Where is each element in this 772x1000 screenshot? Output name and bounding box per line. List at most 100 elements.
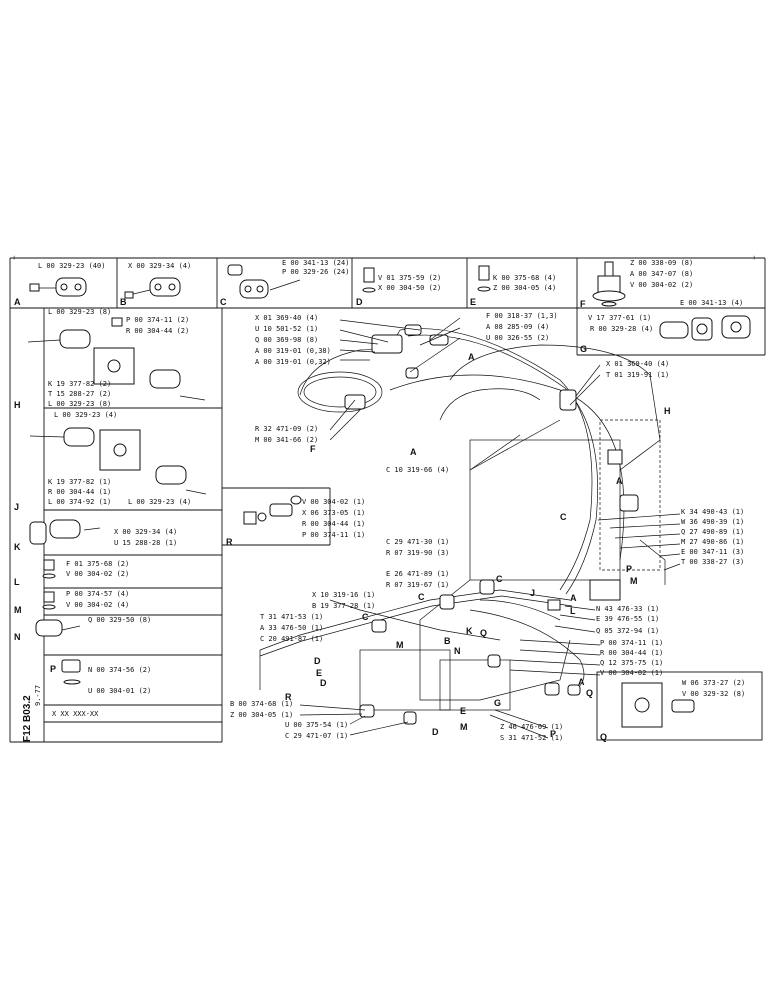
- part-label: Z 00 304-05 (4): [493, 284, 556, 292]
- part-label: B 00 374-68 (1): [230, 700, 293, 708]
- part-label: L 00 329-23 (40): [38, 262, 105, 270]
- part-label: P 00 374-11 (1): [600, 639, 663, 647]
- part-label: U 10 501-52 (1): [255, 325, 318, 333]
- part-label: K 19 377-82 (1): [48, 478, 111, 486]
- part-label: P 00 374-11 (1): [302, 531, 365, 539]
- section-letter-m: M: [14, 605, 22, 615]
- detail-box-p: N 00 374-56 (2) U 00 304-01 (2) P: [50, 659, 151, 695]
- part-label: A 00 319-01 (0,38): [255, 347, 331, 355]
- callout: C: [418, 592, 425, 602]
- part-label: Z 00 304-05 (1): [230, 711, 293, 719]
- callout: G: [494, 698, 501, 708]
- section-letter-j: J: [14, 502, 19, 512]
- callout: M: [396, 640, 404, 650]
- part-label: N 00 374-56 (2): [88, 666, 151, 674]
- part-label: V 00 304-02 (2): [66, 570, 129, 578]
- part-label: Q 00 329-50 (8): [88, 616, 151, 624]
- part-label: E 00 341-13 (24): [282, 259, 349, 267]
- section-letter-f: F: [580, 299, 586, 309]
- part-label: W 36 490-39 (1): [681, 518, 744, 526]
- callout: P: [550, 729, 556, 739]
- part-label: X 00 329-34 (4): [114, 528, 177, 536]
- detail-box-m: P 00 374-57 (4) V 00 304-02 (4) M: [14, 590, 129, 615]
- section-letter-e: E: [470, 297, 476, 307]
- part-label: T 00 338-27 (3): [681, 558, 744, 566]
- part-label: A 00 347-07 (8): [630, 270, 693, 278]
- part-label: R 32 471-09 (2): [255, 425, 318, 433]
- part-label: U 00 326-55 (2): [486, 334, 549, 342]
- section-letter-q: Q: [600, 732, 607, 742]
- svg-text:+: +: [12, 254, 16, 262]
- part-label: Z 46 476-09 (1): [500, 723, 563, 731]
- callout: M: [630, 576, 638, 586]
- callout: K: [466, 626, 473, 636]
- callout: A: [616, 476, 623, 486]
- callout: A: [410, 447, 417, 457]
- part-label: Z 00 338-09 (8): [630, 259, 693, 267]
- section-letter-l: L: [14, 577, 20, 587]
- callout: H: [664, 406, 671, 416]
- part-label: F 00 318-37 (1,3): [486, 312, 558, 320]
- section-letter-p: P: [50, 664, 56, 674]
- part-label: Q 12 375-75 (1): [600, 659, 663, 667]
- callout: P: [626, 564, 632, 574]
- leader-lines: [299, 317, 681, 739]
- detail-box-g: E 00 341-13 (4) V 17 377-61 (1) R 00 329…: [580, 299, 751, 354]
- callout: E: [460, 706, 466, 716]
- part-label: V 00 304-02 (2): [630, 281, 693, 289]
- part-label: X 10 319-16 (1): [312, 591, 375, 599]
- callout: A: [468, 352, 475, 362]
- part-label: X 01 369-40 (4): [255, 314, 318, 322]
- part-label: C 29 471-07 (1): [285, 732, 348, 740]
- section-letter-n: N: [14, 632, 21, 642]
- part-label: L 00 329-23 (8): [48, 400, 111, 408]
- callout: J: [530, 588, 535, 598]
- part-label: A 00 319-01 (0,32): [255, 358, 331, 366]
- detail-box-c: E 00 341-13 (24) P 00 329-26 (24) C: [220, 259, 349, 307]
- main-assembly: [259, 324, 666, 725]
- part-label: E 26 471-89 (1): [386, 570, 449, 578]
- part-label: R 00 304-44 (1): [600, 649, 663, 657]
- detail-box-f: Z 00 338-09 (8) A 00 347-07 (8) V 00 304…: [580, 259, 693, 309]
- part-label: X 01 369-40 (4): [606, 360, 669, 368]
- part-label: L 00 329-23 (8): [48, 308, 111, 316]
- section-letter-k: K: [14, 542, 21, 552]
- part-label: R 00 304-44 (1): [302, 520, 365, 528]
- callout: M: [460, 722, 468, 732]
- callout: D: [314, 656, 321, 666]
- part-label: A 33 476-50 (1): [260, 624, 323, 632]
- part-label: R 07 319-67 (1): [386, 581, 449, 589]
- callout: Q: [586, 688, 593, 698]
- sheet-date: 9.-77: [34, 685, 42, 706]
- callout: A: [578, 677, 585, 687]
- part-label: K 00 375-68 (4): [493, 274, 556, 282]
- sheet-code: F12 B03.2: [22, 695, 33, 742]
- part-label: T 31 471-53 (1): [260, 613, 323, 621]
- part-label: M 27 490-86 (1): [681, 538, 744, 546]
- svg-text:+: +: [752, 254, 756, 262]
- part-label: B 19 377-28 (1): [312, 602, 375, 610]
- part-label: F 01 375-68 (2): [66, 560, 129, 568]
- section-letter-g: G: [580, 344, 587, 354]
- part-label: U 15 288-28 (1): [114, 539, 177, 547]
- callout: Q: [480, 628, 487, 638]
- part-label: R 00 329-28 (4): [590, 325, 653, 333]
- callout: F: [310, 444, 316, 454]
- part-label: P 00 329-26 (24): [282, 268, 349, 276]
- part-label: S 31 471-52 (1): [500, 734, 563, 742]
- callout: L: [570, 606, 576, 616]
- part-label: Q 27 490-89 (1): [681, 528, 744, 536]
- title-block: F12 B03.2 9.-77 X XX XXX-XX: [22, 685, 222, 742]
- callout: C: [560, 512, 567, 522]
- part-label: E 00 347-11 (3): [681, 548, 744, 556]
- part-label: X 00 329-34 (4): [128, 262, 191, 270]
- part-label: Q 00 369-98 (8): [255, 336, 318, 344]
- part-label: R 07 319-90 (3): [386, 549, 449, 557]
- detail-box-k: X 00 329-34 (4) U 15 288-28 (1) K: [14, 519, 177, 552]
- callout: A: [570, 593, 577, 603]
- part-label: L 00 329-23 (4): [128, 498, 191, 506]
- callout: C: [496, 574, 503, 584]
- detail-box-h: L 00 329-23 (8) P 00 374-11 (2) R 00 304…: [14, 308, 206, 410]
